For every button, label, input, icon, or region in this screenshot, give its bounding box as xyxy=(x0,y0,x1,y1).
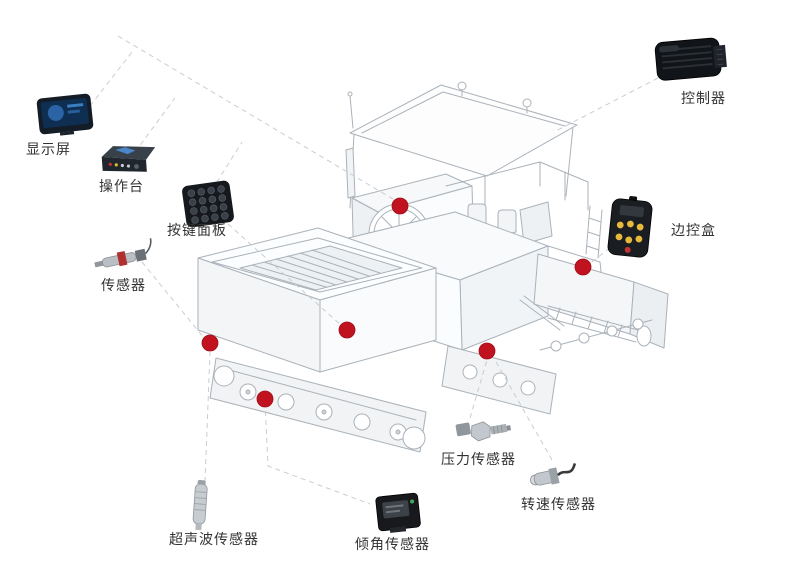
button-panel-image xyxy=(182,180,234,228)
label-side-control-box: 边控盒 xyxy=(671,223,716,239)
label-speed-sensor: 转速传感器 xyxy=(521,497,596,513)
controller-image xyxy=(654,37,727,81)
speed-sensor-image xyxy=(530,463,577,486)
tilt-sensor-image xyxy=(375,492,421,533)
label-keypad: 按键面板 xyxy=(167,223,227,239)
label-display: 显示屏 xyxy=(26,142,71,158)
component-console xyxy=(100,143,158,177)
pressure-sensor-image xyxy=(455,421,512,442)
component-pressure-sensor xyxy=(455,416,512,448)
side-control-box-image xyxy=(607,195,653,258)
component-marker-dot xyxy=(256,390,274,408)
operator-console-image xyxy=(101,146,156,172)
label-controller: 控制器 xyxy=(681,91,726,107)
component-marker-dot xyxy=(478,342,496,360)
sensor-image xyxy=(94,238,152,268)
component-marker-dot xyxy=(201,334,219,352)
component-tilt-sensor xyxy=(374,489,422,533)
component-keypad xyxy=(182,180,234,228)
label-pressure-sensor: 压力传感器 xyxy=(441,452,516,468)
ultrasonic-sensor-image xyxy=(192,479,208,531)
component-speed-sensor xyxy=(528,458,580,494)
component-marker-dot xyxy=(338,321,356,339)
markers-layer xyxy=(201,197,592,408)
component-side-control-box xyxy=(606,195,654,260)
component-display xyxy=(36,92,94,136)
component-marker-dot xyxy=(574,258,592,276)
label-sensor: 传感器 xyxy=(101,278,146,294)
connector-lines xyxy=(89,35,659,505)
component-marker-dot xyxy=(391,197,409,215)
component-controller xyxy=(652,34,728,82)
label-console: 操作台 xyxy=(99,179,144,195)
component-ultrasonic-sensor xyxy=(186,479,214,532)
label-ultrasonic-sensor: 超声波传感器 xyxy=(169,532,259,548)
display-screen-image xyxy=(36,93,94,136)
component-sensor xyxy=(94,238,156,273)
label-tilt-sensor: 倾角传感器 xyxy=(355,537,430,553)
